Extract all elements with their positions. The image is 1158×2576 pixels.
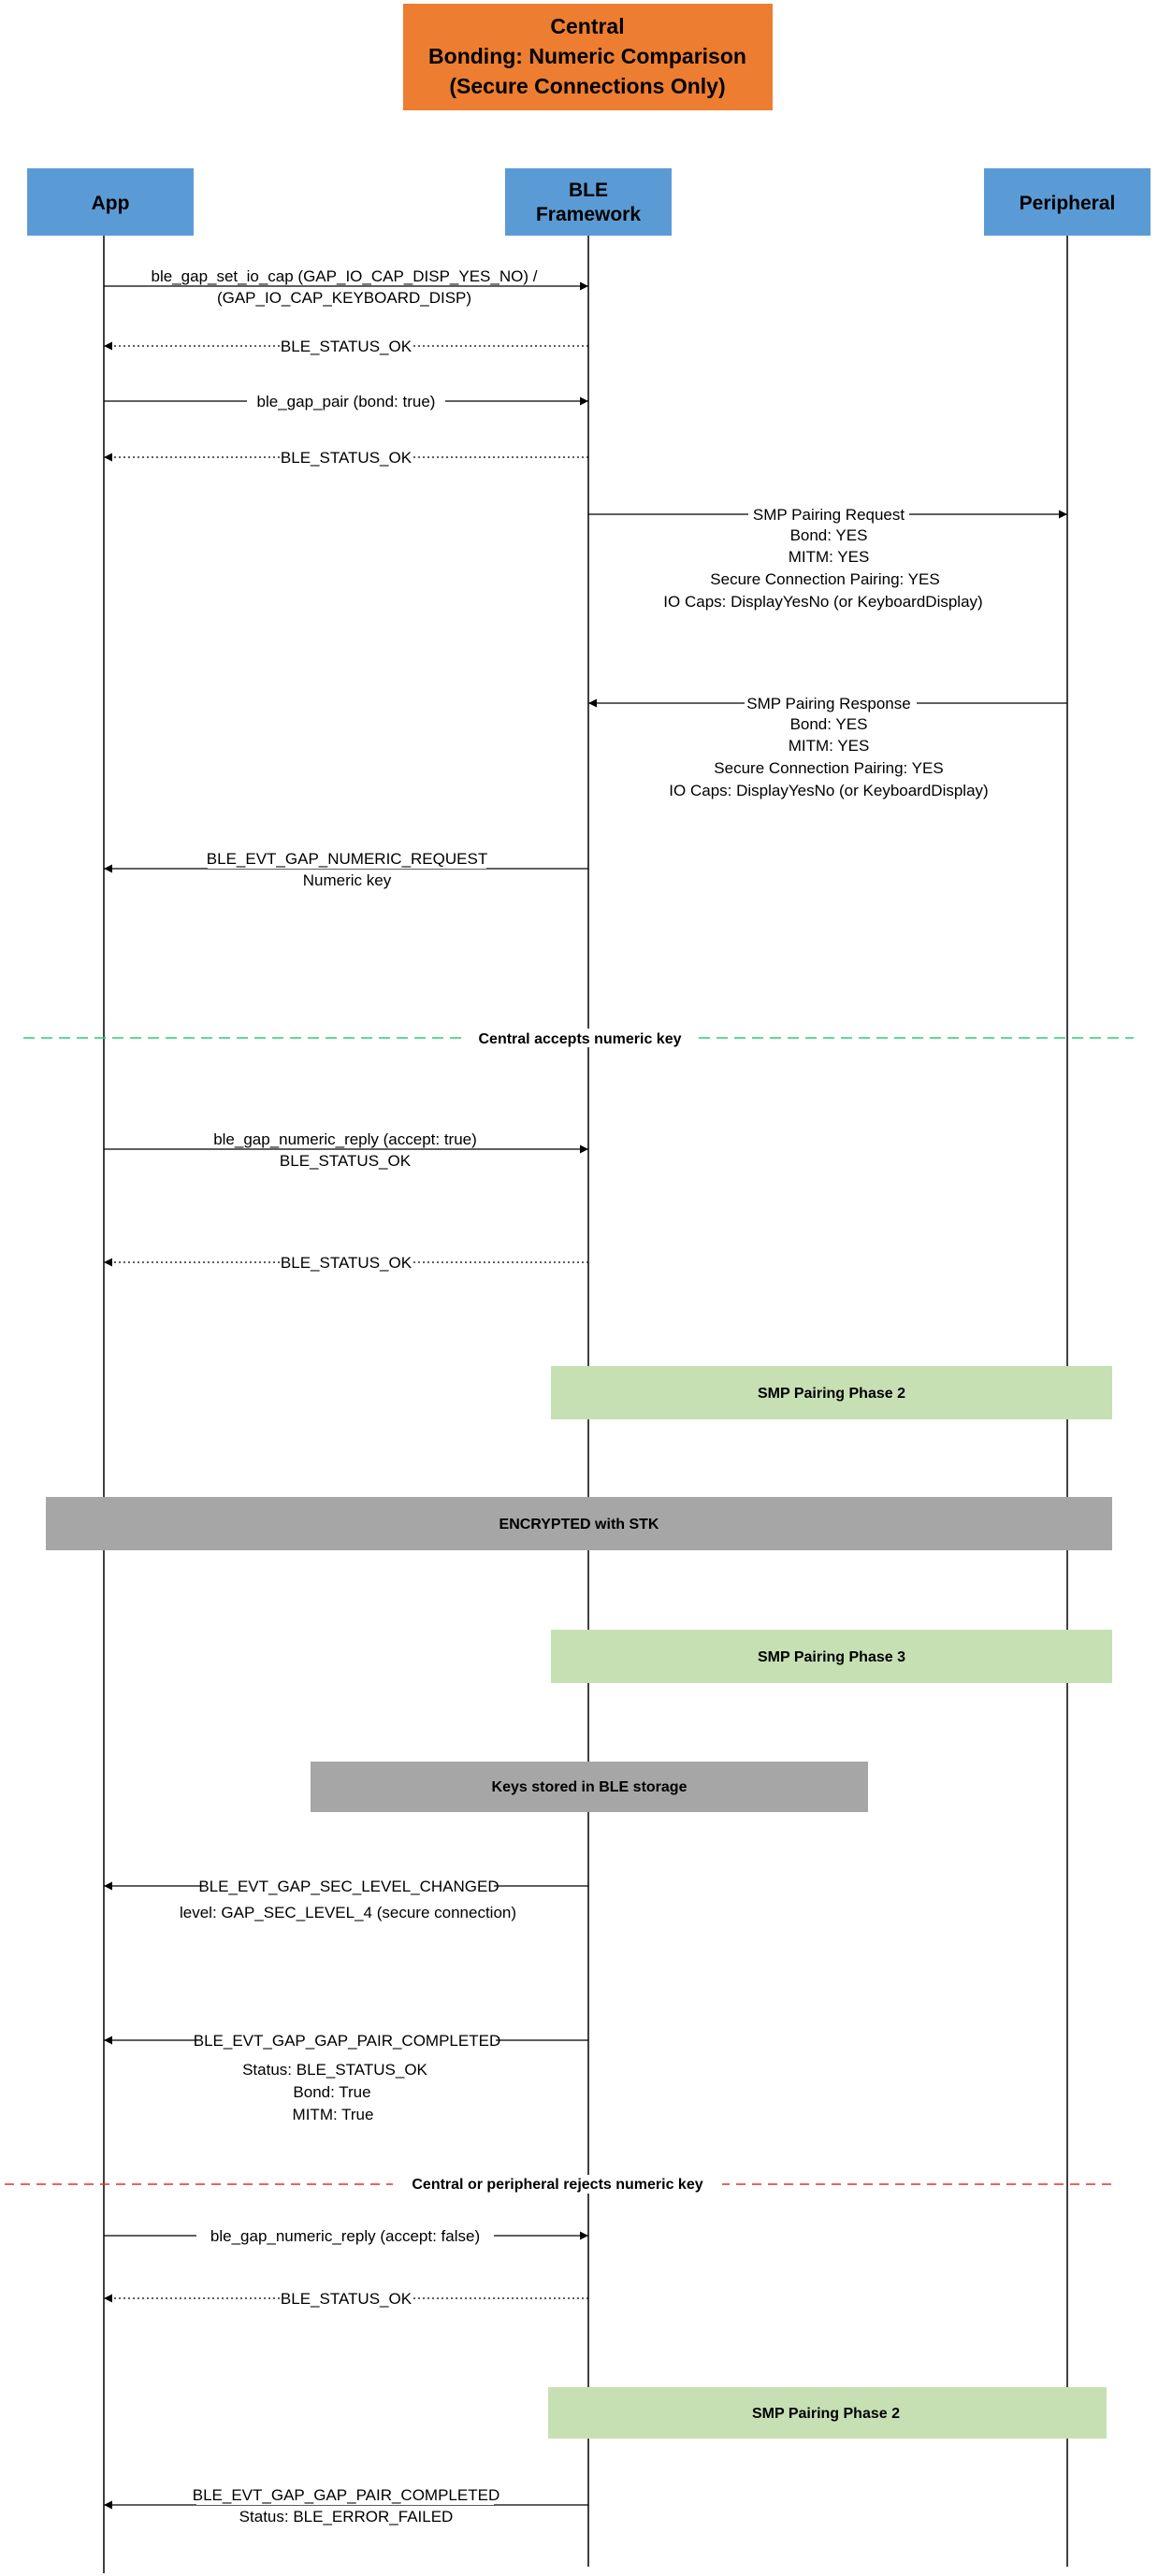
participant-label: BLE bbox=[569, 180, 608, 201]
block-label: SMP Pairing Phase 2 bbox=[758, 1386, 905, 1402]
separator-label: Central or peripheral rejects numeric ke… bbox=[412, 2177, 702, 2193]
participant-app: App bbox=[27, 168, 194, 236]
message-status-ok-1: BLE_STATUS_OK bbox=[104, 337, 588, 355]
message-label: BLE_STATUS_OK bbox=[281, 2290, 413, 2308]
message-label: SMP Pairing Response bbox=[746, 695, 910, 712]
participant-label: Peripheral bbox=[1020, 193, 1116, 214]
block-label: SMP Pairing Phase 3 bbox=[758, 1649, 905, 1665]
message-numeric-request: BLE_EVT_GAP_NUMERIC_REQUEST Numeric key bbox=[104, 848, 588, 889]
message-label: ble_gap_numeric_reply (accept: true) bbox=[213, 1130, 477, 1148]
message-status-ok-3: BLE_STATUS_OK bbox=[104, 1253, 588, 1272]
message-smp-pairing-request: SMP Pairing Request Bond: YES MITM: YES … bbox=[588, 505, 1067, 611]
title-line: (Secure Connections Only) bbox=[449, 74, 725, 98]
message-label: Bond: True bbox=[293, 2083, 370, 2101]
message-status-ok-4: BLE_STATUS_OK bbox=[104, 2289, 588, 2308]
message-label: Bond: YES bbox=[790, 526, 868, 544]
message-label: BLE_EVT_GAP_SEC_LEVEL_CHANGED bbox=[198, 1878, 499, 1895]
message-label: level: GAP_SEC_LEVEL_4 (secure connectio… bbox=[180, 1904, 516, 1921]
message-label: BLE_STATUS_OK bbox=[281, 1254, 413, 1272]
participant-peripheral: Peripheral bbox=[984, 168, 1151, 236]
label-backdrop bbox=[465, 1029, 695, 1047]
block-label: ENCRYPTED with STK bbox=[499, 1517, 659, 1533]
block-label: SMP Pairing Phase 2 bbox=[752, 2406, 900, 2422]
label-backdrop bbox=[748, 505, 909, 524]
message-label: BLE_STATUS_OK bbox=[281, 449, 413, 467]
message-label: MITM: YES bbox=[789, 548, 870, 566]
diagram-title: Central Bonding: Numeric Comparison (Sec… bbox=[403, 4, 773, 110]
message-label: Bond: YES bbox=[790, 715, 868, 733]
label-backdrop bbox=[281, 337, 412, 355]
block-smp-phase-3: SMP Pairing Phase 3 bbox=[551, 1630, 1112, 1683]
label-backdrop bbox=[200, 1130, 490, 1148]
message-label: Status: BLE_ERROR_FAILED bbox=[239, 2508, 454, 2526]
label-backdrop bbox=[281, 448, 412, 467]
title-line: Bonding: Numeric Comparison bbox=[428, 44, 746, 68]
message-label: MITM: YES bbox=[789, 737, 870, 755]
message-numeric-reply-reject: ble_gap_numeric_reply (accept: false) bbox=[104, 2226, 588, 2245]
message-label: Status: BLE_STATUS_OK bbox=[242, 2061, 427, 2079]
separator-reject: Central or peripheral rejects numeric ke… bbox=[5, 2175, 1113, 2194]
separator-label: Central accepts numeric key bbox=[479, 1031, 682, 1047]
message-label: BLE_STATUS_OK bbox=[281, 338, 413, 355]
message-label: IO Caps: DisplayYesNo (or KeyboardDispla… bbox=[663, 593, 982, 611]
message-smp-pairing-response: SMP Pairing Response Bond: YES MITM: YES… bbox=[588, 694, 1067, 799]
block-smp-phase-2-reject: SMP Pairing Phase 2 bbox=[548, 2387, 1107, 2439]
message-label: Numeric key bbox=[303, 871, 392, 889]
label-backdrop bbox=[281, 2289, 412, 2308]
message-label: IO Caps: DisplayYesNo (or KeyboardDispla… bbox=[669, 782, 988, 799]
block-smp-phase-2: SMP Pairing Phase 2 bbox=[551, 1366, 1112, 1419]
label-backdrop bbox=[204, 1877, 494, 1895]
message-label: Secure Connection Pairing: YES bbox=[710, 570, 939, 588]
message-label: BLE_EVT_GAP_GAP_PAIR_COMPLETED bbox=[194, 2032, 500, 2050]
label-backdrop bbox=[208, 848, 486, 869]
separator-accept: Central accepts numeric key bbox=[23, 1029, 1134, 1047]
phase-box bbox=[551, 1366, 1112, 1419]
message-label: SMP Pairing Request bbox=[753, 506, 905, 524]
message-label: ble_gap_set_io_cap (GAP_IO_CAP_DISP_YES_… bbox=[152, 267, 538, 285]
participant-box bbox=[505, 168, 672, 236]
message-gap-pair: ble_gap_pair (bond: true) bbox=[104, 392, 588, 410]
message-status-ok-2: BLE_STATUS_OK bbox=[104, 448, 588, 467]
label-backdrop bbox=[745, 694, 917, 712]
title-box bbox=[403, 4, 773, 110]
block-label: Keys stored in BLE storage bbox=[492, 1779, 688, 1795]
message-label: Secure Connection Pairing: YES bbox=[714, 759, 943, 777]
participant-label: App bbox=[92, 193, 130, 214]
storage-box bbox=[311, 1762, 868, 1812]
message-label: ble_gap_numeric_reply (accept: false) bbox=[210, 2227, 480, 2245]
message-sec-level-changed: BLE_EVT_GAP_SEC_LEVEL_CHANGED level: GAP… bbox=[104, 1877, 588, 1921]
message-label: BLE_EVT_GAP_GAP_PAIR_COMPLETED bbox=[193, 2486, 499, 2504]
message-label: BLE_STATUS_OK bbox=[280, 1152, 412, 1170]
label-backdrop bbox=[198, 2031, 496, 2050]
message-pair-completed-ok: BLE_EVT_GAP_GAP_PAIR_COMPLETED Status: B… bbox=[104, 2031, 588, 2123]
message-label: BLE_EVT_GAP_NUMERIC_REQUEST bbox=[207, 850, 487, 868]
label-backdrop bbox=[247, 392, 445, 410]
message-label: MITM: True bbox=[293, 2106, 374, 2123]
message-set-io-cap: ble_gap_set_io_cap (GAP_IO_CAP_DISP_YES_… bbox=[104, 265, 588, 307]
label-backdrop bbox=[148, 265, 541, 285]
label-backdrop bbox=[281, 1253, 412, 1272]
phase-box bbox=[548, 2387, 1107, 2439]
block-keys-stored: Keys stored in BLE storage bbox=[311, 1762, 868, 1812]
phase-box bbox=[551, 1630, 1112, 1683]
label-backdrop bbox=[196, 2484, 494, 2505]
label-backdrop bbox=[393, 2175, 722, 2194]
title-line: Central bbox=[550, 14, 624, 38]
participant-box bbox=[27, 168, 194, 236]
message-pair-completed-failed: BLE_EVT_GAP_GAP_PAIR_COMPLETED Status: B… bbox=[104, 2484, 588, 2526]
encrypted-box bbox=[46, 1497, 1112, 1550]
message-label: (GAP_IO_CAP_KEYBOARD_DISP) bbox=[217, 289, 471, 307]
block-encrypted-stk: ENCRYPTED with STK bbox=[46, 1497, 1112, 1550]
message-label: ble_gap_pair (bond: true) bbox=[257, 393, 436, 410]
participant-ble-framework: BLE Framework bbox=[505, 168, 672, 236]
participant-box bbox=[984, 168, 1151, 236]
message-numeric-reply-accept: ble_gap_numeric_reply (accept: true) BLE… bbox=[104, 1130, 588, 1170]
participant-label: Framework bbox=[536, 204, 641, 225]
label-backdrop bbox=[196, 2226, 494, 2245]
